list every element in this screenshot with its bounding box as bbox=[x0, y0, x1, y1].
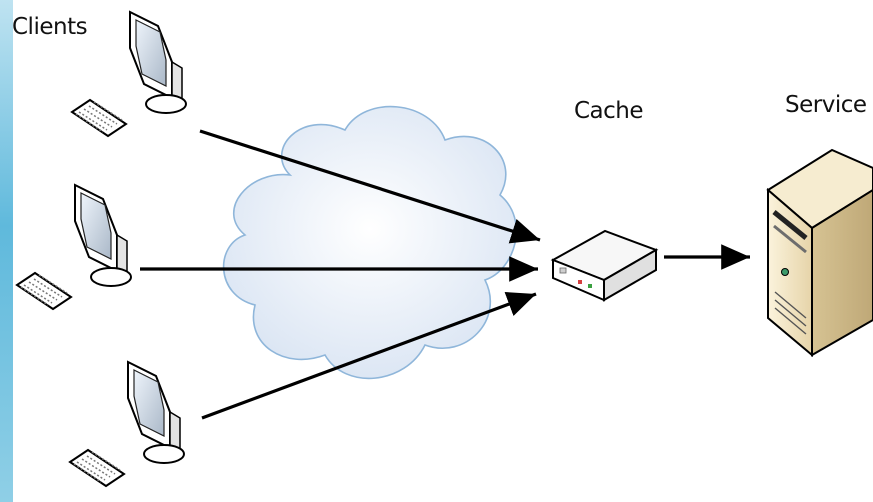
service-server bbox=[766, 148, 873, 358]
slide-edge-accent bbox=[0, 0, 13, 502]
client-computer-3 bbox=[69, 361, 185, 487]
service-label: Service bbox=[785, 92, 867, 118]
arrow-client3-to-cache bbox=[201, 292, 537, 420]
client-computer-2 bbox=[16, 184, 132, 310]
cache-label: Cache bbox=[574, 98, 644, 124]
client-computer-1 bbox=[71, 11, 187, 137]
arrow-client1-to-cache bbox=[199, 129, 541, 244]
cache-device bbox=[550, 229, 659, 302]
network-cloud bbox=[222, 105, 518, 380]
clients-label: Clients bbox=[12, 14, 88, 40]
